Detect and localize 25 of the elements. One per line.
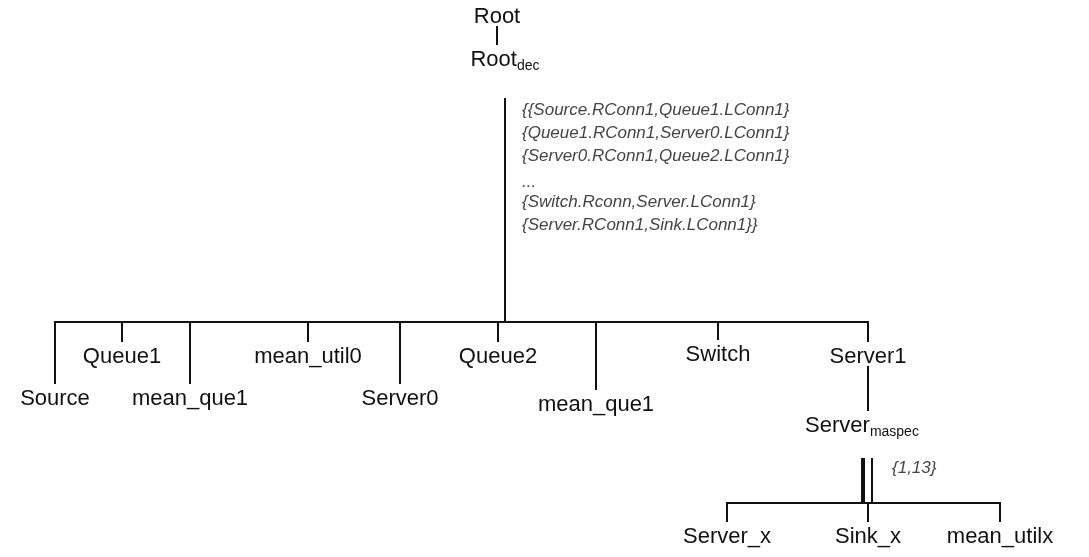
tree-connector <box>496 25 498 46</box>
tree-node-label: mean_que1 <box>537 390 655 416</box>
connection-text: {{Source.RConn1,Queue1.LConn1} <box>522 100 790 120</box>
connection-text: {Server.RConn1,Sink.LConn1}} <box>522 215 758 235</box>
tree-node-label: mean_utilx <box>946 522 1054 548</box>
connection-text: {Server0.RConn1,Queue2.LConn1} <box>522 146 790 166</box>
tree-node-label: Source <box>20 384 90 410</box>
tree-node-label: Root <box>473 2 521 28</box>
tree-node-label: Switch <box>685 340 751 366</box>
tree-node-label: Server$_{maspec}$ <box>805 411 919 437</box>
tree-node-label: Queue2 <box>458 342 538 368</box>
tree-node-label: Sink_x <box>835 522 901 548</box>
tree-node-label: mean_que1 <box>131 384 249 410</box>
tree-connector <box>867 365 869 412</box>
tree-node-label: Server_x <box>683 522 771 548</box>
tree-node-label: mean_util0 <box>254 342 362 368</box>
connection-text: {Switch.Rconn,Server.LConn1} <box>522 192 756 212</box>
multiplicity-label: {1,13} <box>892 458 937 478</box>
tree-connector <box>504 97 869 343</box>
connection-text: ... <box>522 172 537 192</box>
connection-text: {Queue1.RConn1,Server0.LConn1} <box>522 123 790 143</box>
tree-node-label: Root$_{dec}$ <box>470 45 540 71</box>
tree-node-label: Server0 <box>361 384 439 410</box>
tree-node-label: Queue1 <box>82 342 162 368</box>
tree-node-label: Server1 <box>829 342 907 368</box>
